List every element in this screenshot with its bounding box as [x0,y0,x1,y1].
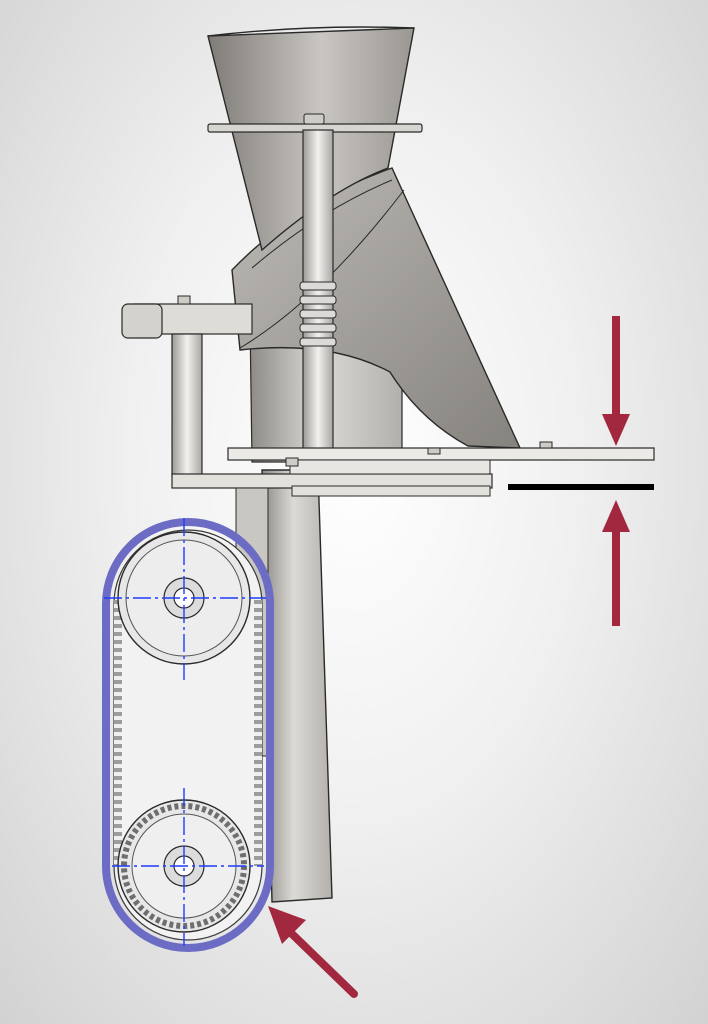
lower-plate [291,485,491,497]
belt-teeth-right [254,600,262,866]
rod-grip-rings [299,281,337,347]
arrow-to-belt [268,906,358,998]
side-arm-bolt [177,295,191,305]
arrow-down-to-plate [602,316,630,446]
belt-teeth-left [114,600,122,866]
support-rod [302,129,334,461]
side-post [171,333,203,477]
plate-bolts [285,441,553,467]
arrow-up-to-plate [602,500,630,626]
side-arm-cap [121,303,163,339]
hopper-rim [207,26,415,37]
middle-plate [289,459,491,475]
centerlines [104,518,266,946]
belt-drive [102,518,274,952]
clamp-nut [303,113,325,125]
